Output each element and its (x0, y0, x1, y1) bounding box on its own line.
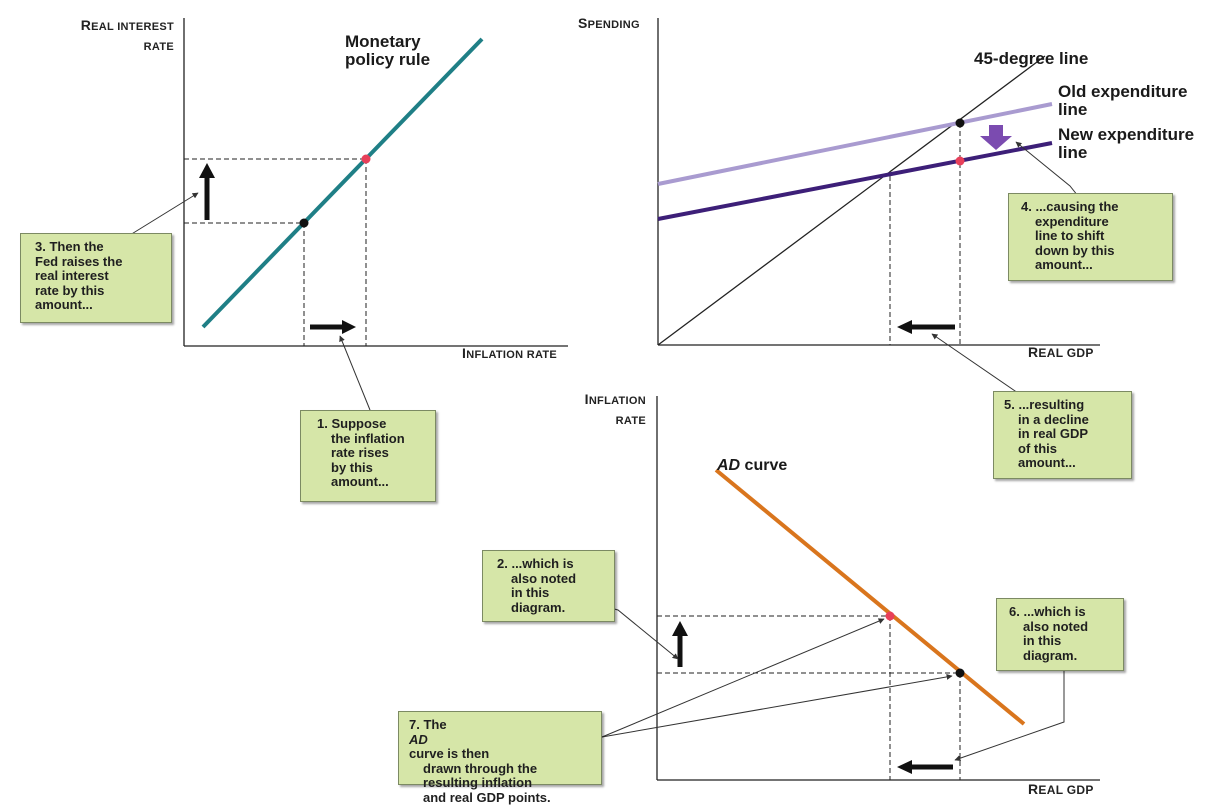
expenditure-y-axis-label: SPENDING (578, 15, 640, 31)
leader-note-5 (931, 333, 1052, 394)
policy-new-point (361, 154, 371, 164)
leader-note-7a (601, 618, 885, 738)
leader-note-3 (129, 192, 199, 236)
inflation-right-arrow-head (342, 320, 356, 334)
ad-low-inflation-point (955, 668, 965, 678)
leader-note-6 (954, 671, 1065, 762)
interest-rate-up-arrow-head (199, 163, 215, 178)
expenditure-x-axis-label: REAL GDP (1028, 344, 1094, 360)
monetary-policy-rule-line (201, 37, 484, 329)
ad-curve-line (714, 468, 1026, 726)
old-expenditure-line (657, 102, 1053, 186)
ad-high-inflation-point (885, 611, 895, 621)
gdp-decline-left-arrow-head (897, 320, 912, 334)
note-1-inflation-rises: 1. Suppose the inflation rate rises by t… (300, 410, 436, 502)
callout-leaders (129, 141, 1079, 762)
policy-panel (183, 18, 568, 347)
policy-x-axis-label: INFLATION RATE (462, 345, 558, 361)
leader-note-4 (1015, 141, 1079, 197)
expenditure-new-point (955, 156, 965, 166)
new-expenditure-line-label: New expenditure line (1058, 125, 1195, 162)
ad-panel (656, 396, 1100, 781)
leader-note-1 (339, 335, 371, 411)
policy-initial-point (299, 218, 309, 228)
expenditure-old-equilibrium-point (955, 118, 965, 128)
note-6-also-noted: 6. ...which is also noted in this diagra… (996, 598, 1124, 671)
ad-y-axis-label: INFLATION RATE (584, 391, 646, 428)
ad-curve-label: AD curve (717, 457, 788, 474)
forty-five-degree-line-label: 45-degree line (974, 49, 1089, 68)
note-7-ad-curve-drawn: 7. The AD curve is then drawn through th… (398, 711, 602, 804)
note-4-expenditure-shift: 4. ...causing the expenditure line to sh… (1008, 193, 1173, 281)
note-2-also-noted: 2. ...which is also noted in this diagra… (482, 550, 615, 622)
forty-five-degree-line (657, 55, 1046, 346)
expenditure-panel (657, 18, 1100, 346)
expenditure-shift-down-arrow (980, 125, 1012, 150)
monetary-policy-rule-label: Monetary policy rule (345, 32, 431, 69)
old-expenditure-line-label: Old expenditure line (1058, 82, 1188, 119)
ad-x-axis-label: REAL GDP (1028, 781, 1094, 797)
leader-note-7b (601, 673, 953, 738)
new-expenditure-line (657, 141, 1053, 221)
note-5-gdp-decline: 5. ...resulting in a decline in real GDP… (993, 391, 1132, 479)
ad-gdp-left-arrow-head (897, 760, 912, 774)
ad-inflation-up-arrow-head (672, 621, 688, 636)
policy-y-axis-label: REAL INTEREST RATE (80, 17, 174, 54)
